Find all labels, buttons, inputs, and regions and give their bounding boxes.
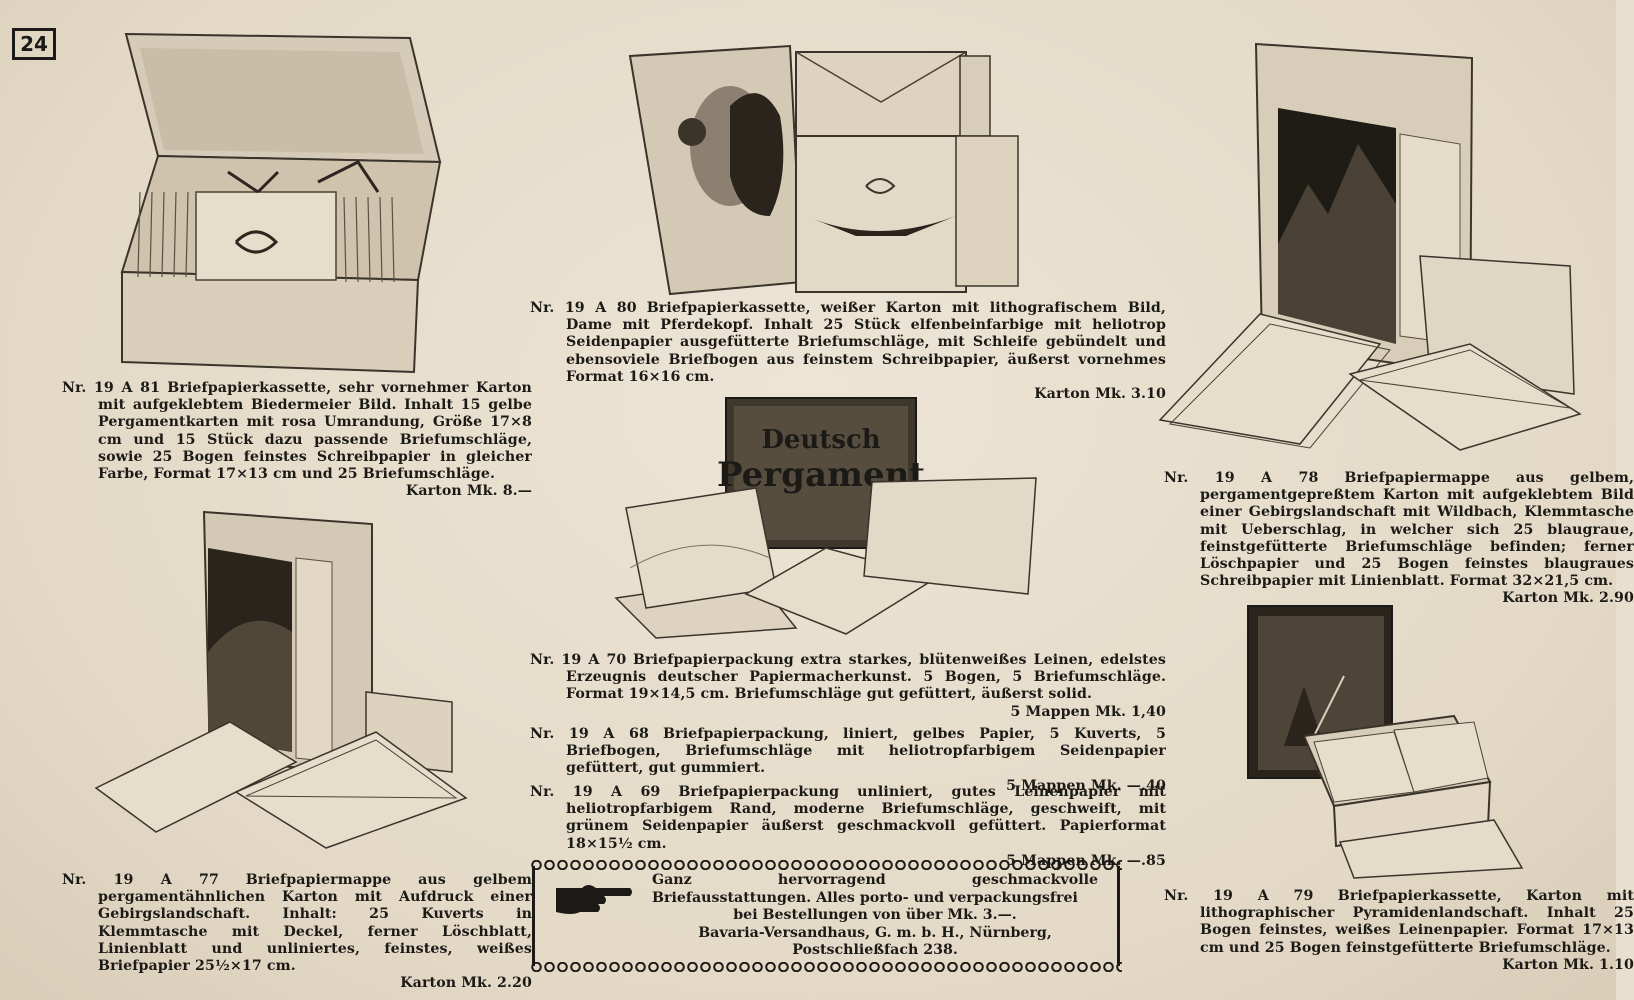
- item-name: Briefpapierpackung: [678, 784, 840, 800]
- item-number: Nr. 19 A 68: [530, 726, 649, 742]
- item-price: Karton Mk. 2.20: [400, 975, 532, 992]
- item-description: Karton mit lithographischer Pyramidenlan…: [1200, 888, 1634, 956]
- item-description: extra starkes, blütenweißes Leinen, edel…: [566, 652, 1166, 703]
- folder-77-illustration: [94, 510, 472, 854]
- advert-border-right: [1117, 866, 1120, 966]
- item-price: 5 Mappen Mk. 1,40: [1010, 703, 1166, 720]
- item-name: Briefpapierkassette,: [646, 300, 811, 316]
- advert-line1: Ganz hervorragend geschmackvolle Briefau…: [652, 872, 1098, 906]
- item-19a68: Nr. 19 A 68 Briefpapierpackung, liniert,…: [530, 726, 1166, 795]
- item-number: Nr. 19 A 79: [1164, 888, 1314, 904]
- item-name: Briefpapierpackung: [632, 652, 794, 668]
- item-description: liniert, gelbes Papier, 5 Kuverts, 5 Bri…: [566, 726, 1166, 777]
- item-price: Karton Mk. 1.10: [1502, 956, 1634, 973]
- chain-border-bottom: [530, 962, 1122, 972]
- item-description: weißer Karton mit lithografischem Bild, …: [566, 300, 1166, 385]
- box-label-line1: Deutsch: [761, 425, 880, 455]
- advert-line3: Bavaria-Versandhaus, G. m. b. H., Nürnbe…: [698, 924, 1052, 941]
- item-number: Nr. 19 A 80: [530, 300, 637, 316]
- item-19a80: Nr. 19 A 80 Briefpapierkassette, weißer …: [530, 300, 1166, 403]
- item-name: Briefpapiermappe: [1344, 470, 1490, 486]
- item-name: Briefpapierkassette,: [167, 380, 332, 396]
- item-number: Nr. 19 A 78: [1164, 470, 1319, 486]
- advert-line4: Postschließfach 238.: [792, 942, 958, 958]
- item-number: Nr. 19 A 81: [62, 380, 161, 396]
- box-81-illustration: [118, 32, 444, 374]
- package-70-illustration: Deutsch Pergament: [614, 397, 1052, 644]
- item-description: sehr vornehmer Karton mit aufgeklebtem B…: [98, 380, 532, 483]
- folder-78-illustration: [1158, 42, 1592, 458]
- item-number: Nr. 19 A 70: [530, 652, 627, 668]
- item-19a79: Nr. 19 A 79 Briefpapierkassette, Karton …: [1164, 888, 1634, 974]
- item-number: Nr. 19 A 77: [62, 872, 219, 888]
- item-name: Briefpapiermappe: [245, 872, 392, 888]
- item-19a70: Nr. 19 A 70 Briefpapierpackung extra sta…: [530, 652, 1166, 721]
- page-number: 24: [12, 28, 56, 60]
- advert-text: Ganz hervorragend geschmackvolle Briefau…: [652, 872, 1098, 960]
- item-19a77: Nr. 19 A 77 Briefpapiermappe aus gelbem …: [62, 872, 532, 992]
- chain-border-top: [530, 860, 1122, 870]
- item-description: unliniert, gutes Leinenpapier mit heliot…: [566, 784, 1166, 852]
- item-name: Briefpapierpackung,: [663, 726, 829, 742]
- cassette-79-illustration: [1244, 605, 1530, 879]
- item-19a69: Nr. 19 A 69 Briefpapierpackung unliniert…: [530, 784, 1166, 870]
- item-price: Karton Mk. 2.90: [1502, 590, 1634, 607]
- advert-line2: bei Bestellungen von über Mk. 3.—.: [733, 907, 1017, 923]
- item-19a81: Nr. 19 A 81 Briefpapierkassette, sehr vo…: [62, 380, 532, 500]
- item-name: Briefpapierkassette,: [1337, 888, 1502, 904]
- item-number: Nr. 19 A 69: [530, 784, 661, 800]
- cassette-80-illustration: [628, 44, 1022, 296]
- item-description: aus gelbem, pergamentgepreßtem Karton mi…: [1200, 470, 1634, 590]
- item-19a78: Nr. 19 A 78 Briefpapiermappe aus gelbem,…: [1164, 470, 1634, 608]
- item-description: aus gelbem pergamentähnlichen Karton mit…: [98, 872, 532, 975]
- item-price: Karton Mk. 8.—: [405, 483, 532, 500]
- advert-box: Ganz hervorragend geschmackvolle Briefau…: [530, 860, 1122, 972]
- advert-border-left: [532, 866, 535, 966]
- pointing-hand-icon: [556, 882, 634, 916]
- item-price: 5 Mappen Mk. —.40: [1006, 777, 1166, 794]
- item-price: Karton Mk. 3.10: [1034, 386, 1166, 403]
